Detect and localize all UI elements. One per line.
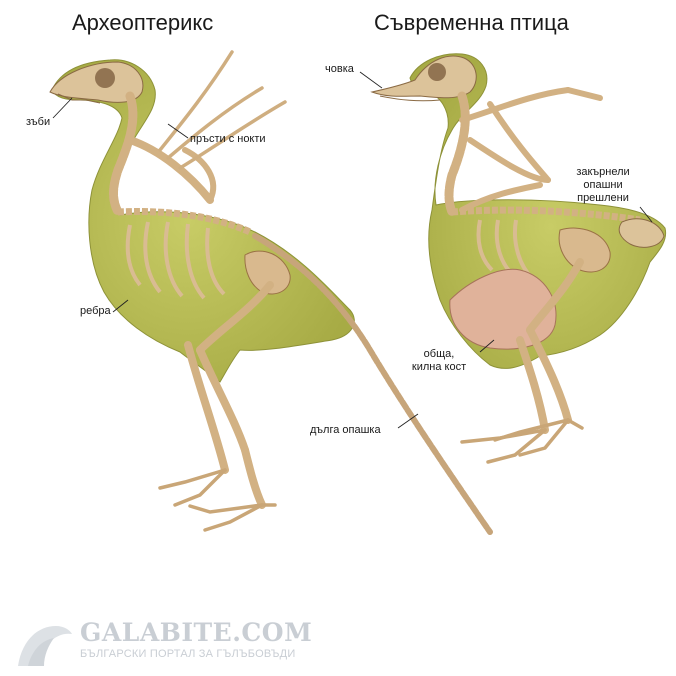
modern-bird-skull: [370, 55, 477, 99]
label-keel-bone: обща, килна кост: [404, 348, 474, 374]
label-long-tail: дълга опашка: [310, 424, 381, 436]
archaeopteryx-body: [51, 59, 355, 383]
watermark-name: GALABITE.COM: [80, 618, 313, 647]
label-keel-line-2: килна кост: [411, 361, 467, 373]
modern-bird-title: Съвременна птица: [374, 10, 569, 35]
modern-bird-figure: [370, 53, 667, 464]
label-fused-tail-line-1: закърнели: [576, 166, 630, 178]
label-ribs: ребра: [80, 305, 111, 317]
archaeopteryx-title: Археоптерикс: [72, 10, 214, 35]
label-beak: човка: [325, 63, 354, 75]
archaeopteryx-figure: [49, 50, 493, 535]
leader-lines: [52, 71, 653, 429]
watermark-logo-icon: [18, 626, 72, 666]
label-teeth: зъби: [26, 116, 51, 128]
watermark-subtitle: БЪЛГАРСКИ ПОРТАЛ ЗА ГЪЛЪБОВЪДИ: [80, 648, 296, 660]
label-keel-line-1: обща,: [423, 348, 455, 360]
label-fused-tail-vertebrae: закърнели опашни прешлени: [568, 166, 638, 205]
archaeopteryx-tail: [252, 233, 493, 535]
label-fused-tail-line-2: опашни: [583, 179, 623, 191]
label-clawed-fingers: пръсти с нокти: [190, 133, 266, 145]
label-fused-tail-line-3: прешлени: [577, 192, 629, 204]
